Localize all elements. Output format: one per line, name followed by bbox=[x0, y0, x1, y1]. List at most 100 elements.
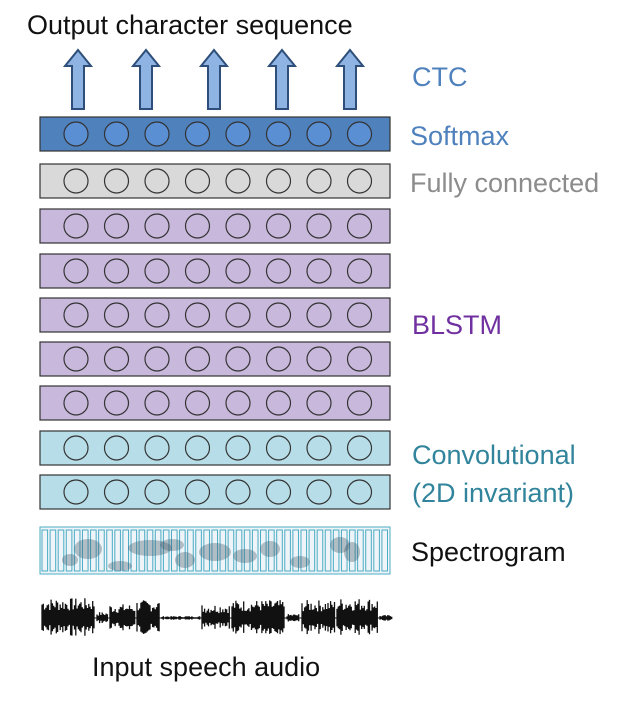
unit-node bbox=[225, 346, 251, 372]
unit-node bbox=[63, 346, 89, 372]
spectrogram-frame-slice bbox=[349, 529, 356, 572]
unit-node bbox=[63, 479, 89, 505]
fully-connected-layer bbox=[39, 163, 391, 199]
unit-node bbox=[144, 213, 170, 239]
spectrogram-frame-slice bbox=[154, 529, 162, 572]
layer-bar bbox=[39, 253, 391, 289]
spectrogram-frame-slice bbox=[98, 529, 105, 572]
spectrogram-frame-slice bbox=[179, 529, 186, 572]
unit-node bbox=[225, 302, 251, 328]
output-arrows bbox=[62, 48, 366, 110]
spectrogram-frame-slice bbox=[284, 529, 291, 572]
spectrogram-frame-slice bbox=[90, 529, 97, 572]
spectrogram-frame-slice bbox=[300, 529, 308, 572]
unit-node bbox=[144, 168, 170, 194]
unit-node bbox=[184, 213, 211, 239]
spectrogram-frame-slice bbox=[211, 529, 219, 572]
layer-bar bbox=[39, 297, 391, 333]
spectrogram-energy bbox=[233, 549, 257, 563]
blstm-layer-5 bbox=[39, 385, 391, 421]
spectrogram-frame-slice bbox=[260, 529, 267, 572]
input-title: Input speech audio bbox=[92, 652, 321, 682]
layer-bar bbox=[39, 474, 391, 510]
label-softmax: Softmax bbox=[410, 121, 510, 151]
unit-node bbox=[63, 258, 89, 284]
up-arrow-icon bbox=[198, 48, 230, 110]
spectrogram-frame-slice bbox=[187, 529, 194, 572]
unit-node bbox=[306, 390, 332, 416]
spectrogram-frame-slice bbox=[227, 529, 235, 572]
spectrogram-energy bbox=[62, 554, 78, 566]
unit-node bbox=[225, 258, 251, 284]
spectrogram-frame-slice bbox=[308, 529, 316, 572]
up-arrow-icon bbox=[62, 48, 94, 110]
unit-node bbox=[184, 479, 211, 505]
unit-node bbox=[144, 346, 170, 372]
unit-node bbox=[144, 302, 170, 328]
unit-node bbox=[306, 435, 332, 461]
unit-node bbox=[265, 346, 292, 372]
unit-node bbox=[184, 346, 211, 372]
up-arrow-icon bbox=[266, 48, 298, 110]
waveform-trace bbox=[41, 598, 393, 636]
spectrogram-frame-slice bbox=[251, 529, 259, 572]
unit-node bbox=[346, 435, 373, 461]
unit-node bbox=[103, 390, 130, 416]
unit-node bbox=[346, 390, 373, 416]
layer-bar bbox=[39, 208, 391, 244]
unit-node bbox=[306, 479, 332, 505]
spectrogram-frame-slice bbox=[340, 529, 348, 572]
spectrogram-frame-slice bbox=[106, 529, 113, 572]
label-blstm: BLSTM bbox=[412, 310, 503, 340]
spectrogram-energy bbox=[128, 540, 172, 556]
layer-bar bbox=[39, 385, 391, 421]
unit-node bbox=[63, 213, 89, 239]
unit-node bbox=[306, 213, 332, 239]
spectrogram-block bbox=[39, 526, 391, 575]
spectrogram-frame-slice bbox=[114, 529, 121, 572]
spectrogram-frame-slice bbox=[357, 529, 364, 572]
unit-node bbox=[265, 435, 292, 461]
unit-node bbox=[103, 121, 130, 147]
label-convolutional: Convolutional (2D invariant) bbox=[412, 436, 576, 512]
spectrogram-energy bbox=[108, 561, 132, 571]
unit-node bbox=[103, 258, 130, 284]
spectrogram-energy bbox=[260, 541, 280, 557]
spectrogram-frame-slice bbox=[276, 529, 283, 572]
softmax-layer bbox=[39, 116, 391, 152]
unit-node bbox=[265, 390, 292, 416]
spectrogram-frame-slice bbox=[73, 529, 81, 572]
layer-stack bbox=[39, 116, 391, 510]
spectrogram-energy bbox=[74, 539, 102, 559]
unit-node bbox=[225, 168, 251, 194]
spectrogram-frame-slice bbox=[195, 529, 202, 572]
spectrogram-frame-slice bbox=[381, 529, 389, 572]
unit-node bbox=[346, 213, 373, 239]
unit-node bbox=[144, 479, 170, 505]
spectrogram-frame-slice bbox=[65, 529, 73, 572]
spectrogram-frame-slice bbox=[219, 529, 227, 572]
layer-bar bbox=[39, 163, 391, 199]
conv-layer-1 bbox=[39, 430, 391, 466]
unit-node bbox=[346, 479, 373, 505]
unit-node bbox=[63, 302, 89, 328]
unit-node bbox=[103, 479, 130, 505]
unit-node bbox=[346, 258, 373, 284]
unit-node bbox=[346, 346, 373, 372]
spectrogram-frame-slice bbox=[332, 529, 340, 572]
unit-node bbox=[265, 258, 292, 284]
spectrogram-frame-slice bbox=[138, 529, 146, 572]
unit-node bbox=[265, 213, 292, 239]
unit-node bbox=[144, 435, 170, 461]
unit-node bbox=[184, 435, 211, 461]
blstm-layer-3 bbox=[39, 297, 391, 333]
label-fully-connected: Fully connected bbox=[410, 168, 600, 198]
unit-node bbox=[184, 121, 211, 147]
unit-node bbox=[265, 121, 292, 147]
layer-bar bbox=[39, 341, 391, 377]
spectrogram-frame-slice bbox=[324, 529, 332, 572]
output-title: Output character sequence bbox=[27, 10, 353, 40]
unit-node bbox=[103, 302, 130, 328]
